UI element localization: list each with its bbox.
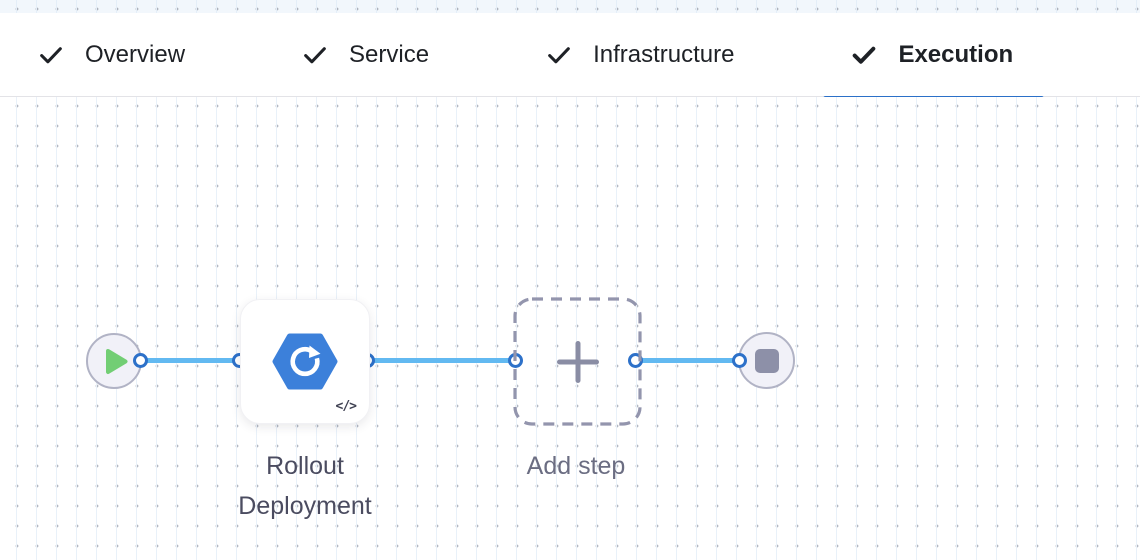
tab-label: Infrastructure [593, 40, 735, 68]
start-node [86, 333, 142, 389]
edge-addstep-to-end [636, 358, 740, 363]
check-icon [548, 46, 570, 63]
rollout-deployment-icon [272, 333, 338, 390]
tab-overview[interactable]: Overview [10, 13, 212, 96]
edge-port [133, 353, 148, 368]
tab-label: Overview [85, 40, 186, 68]
tab-label: Service [349, 40, 430, 68]
edge-step-to-addstep [368, 358, 516, 363]
check-icon [304, 46, 326, 63]
code-icon: </> [335, 399, 358, 414]
end-node [738, 332, 795, 389]
edge-start-to-step [141, 358, 240, 363]
pipeline-stage-tab-bar: Overview Service Infrastructure Executio… [0, 13, 1140, 101]
add-step-button[interactable] [513, 297, 642, 426]
tab-execution[interactable]: Execution [823, 13, 1044, 101]
add-step-label: Add step [526, 452, 626, 480]
pipeline-canvas[interactable]: </> Rollout Deployment Add step [0, 97, 1140, 560]
plus-icon [556, 340, 599, 383]
step-rollout-deployment[interactable]: </> [240, 299, 370, 424]
dashed-border [513, 297, 642, 426]
tab-service[interactable]: Service [274, 13, 456, 96]
stop-icon [754, 348, 779, 373]
tab-label: Execution [898, 40, 1014, 68]
play-icon [105, 348, 127, 374]
canvas-top-strip [0, 0, 1140, 13]
edge-port [732, 353, 747, 368]
check-icon [40, 46, 62, 63]
check-icon [853, 46, 876, 64]
tab-infrastructure[interactable]: Infrastructure [518, 13, 761, 96]
step-title: Rollout Deployment [238, 452, 372, 520]
